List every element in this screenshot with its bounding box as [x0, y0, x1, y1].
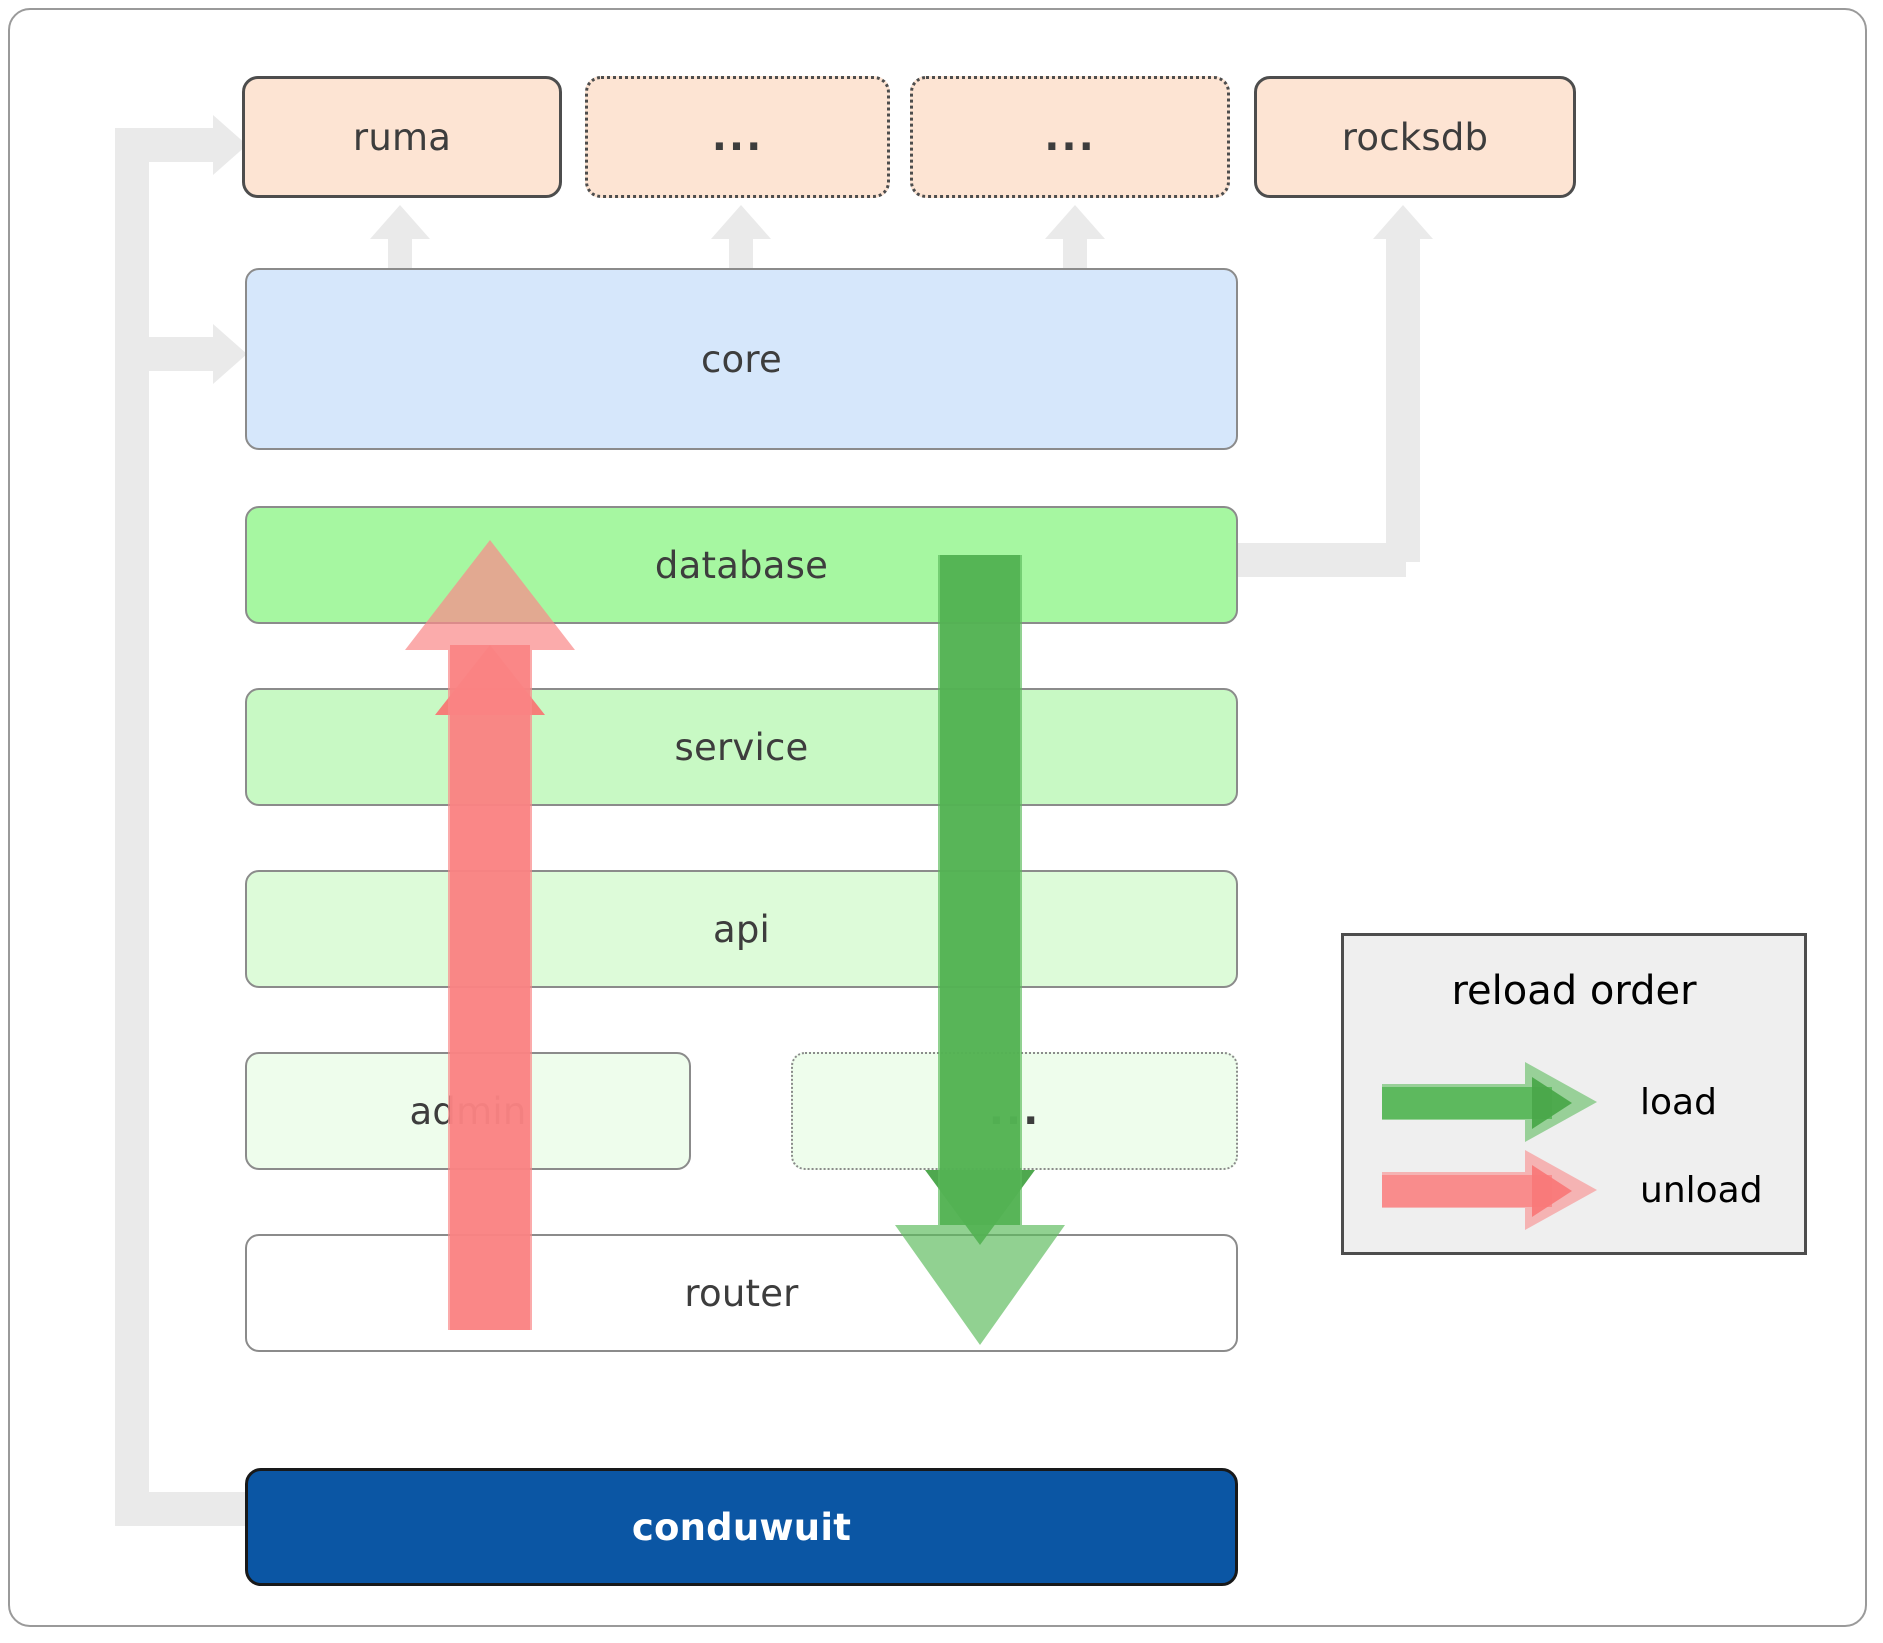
- node-conduwuit[interactable]: conduwuit: [245, 1468, 1238, 1586]
- connector-to-ruma-arrowhead: [213, 115, 247, 175]
- node-router-label: router: [684, 1271, 799, 1315]
- node-dep-ellipsis-1-label: ...: [711, 114, 764, 160]
- node-admin[interactable]: admin: [245, 1052, 691, 1170]
- diagram-frame: [8, 8, 1867, 1627]
- node-router[interactable]: router: [245, 1234, 1238, 1352]
- node-api[interactable]: api: [245, 870, 1238, 988]
- legend-panel: reload order load unload: [1341, 933, 1807, 1255]
- node-core-label: core: [701, 337, 782, 381]
- connector-database-to-rocksdb-horizontal: [1221, 543, 1406, 577]
- connector-to-core: [115, 337, 215, 371]
- connector-core-to-dep1-shaft: [729, 232, 753, 274]
- legend-row-unload: unload: [1382, 1150, 1782, 1230]
- node-dep-ellipsis-2[interactable]: ...: [910, 76, 1230, 198]
- node-ruma-label: ruma: [352, 115, 452, 159]
- node-admin-ellipsis-label: ...: [988, 1088, 1041, 1134]
- node-admin-label: admin: [409, 1089, 527, 1133]
- connector-to-ruma: [115, 128, 215, 162]
- legend-load-label: load: [1640, 1081, 1717, 1123]
- connector-core-to-dep1-arrowhead: [711, 205, 771, 239]
- node-ruma[interactable]: ruma: [242, 76, 562, 198]
- connector-to-core-arrowhead: [213, 324, 247, 384]
- node-conduwuit-label: conduwuit: [631, 1505, 852, 1549]
- connector-core-to-dep2-arrowhead: [1045, 205, 1105, 239]
- legend-title: reload order: [1451, 968, 1697, 1014]
- node-core[interactable]: core: [245, 268, 1238, 450]
- connector-conduwuit-stub: [115, 1492, 245, 1526]
- node-dep-ellipsis-1[interactable]: ...: [585, 76, 890, 198]
- legend-unload-label: unload: [1640, 1169, 1763, 1211]
- connector-database-to-rocksdb-arrowhead: [1373, 205, 1433, 239]
- connector-core-to-ruma-shaft: [388, 232, 412, 274]
- node-rocksdb-label: rocksdb: [1341, 115, 1489, 159]
- connector-core-to-ruma-arrowhead: [370, 205, 430, 239]
- node-dep-ellipsis-2-label: ...: [1044, 114, 1096, 160]
- legend-load-arrow-icon: [1382, 1062, 1597, 1142]
- node-rocksdb[interactable]: rocksdb: [1254, 76, 1576, 198]
- node-service[interactable]: service: [245, 688, 1238, 806]
- node-api-label: api: [712, 907, 771, 951]
- connector-database-to-rocksdb-vertical: [1386, 232, 1420, 562]
- node-database-label: database: [654, 543, 829, 587]
- node-admin-ellipsis[interactable]: ...: [791, 1052, 1238, 1170]
- node-database[interactable]: database: [245, 506, 1238, 624]
- node-service-label: service: [674, 725, 809, 769]
- legend-unload-arrow-icon: [1382, 1150, 1597, 1230]
- legend-row-load: load: [1382, 1062, 1782, 1142]
- connector-core-to-dep2-shaft: [1063, 232, 1087, 274]
